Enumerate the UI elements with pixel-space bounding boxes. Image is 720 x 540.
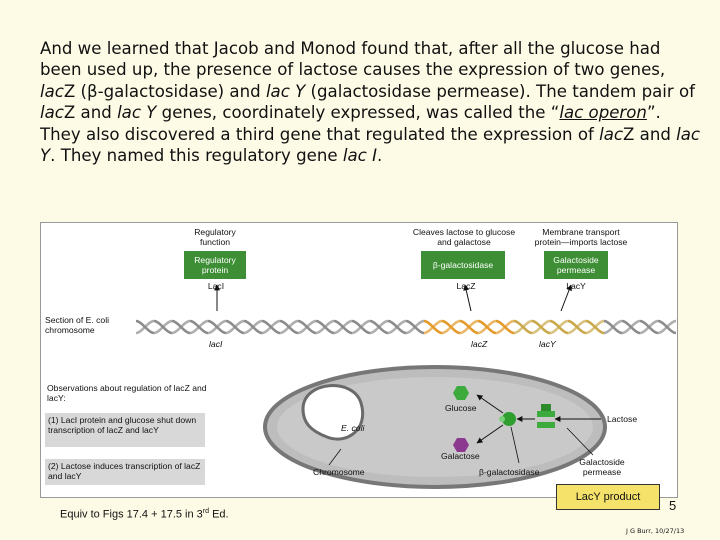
helix-strand <box>477 319 497 335</box>
helix-strand <box>513 319 533 335</box>
caption-tail: Ed. <box>209 508 229 521</box>
lacy-protein-label: LacY <box>566 281 586 291</box>
ecoli-label: E. coli <box>341 423 365 433</box>
regulatory-function-label: Regulatory function <box>194 227 236 247</box>
lactose-label: Lactose <box>607 414 638 424</box>
gene-lacz-text: lac <box>599 124 623 144</box>
helix-strand <box>387 319 407 335</box>
slide-body-text: And we learned that Jacob and Monod foun… <box>40 38 705 166</box>
helix-strand <box>567 319 587 335</box>
author-credit: J G Burr, 10/27/13 <box>626 527 685 535</box>
figure-drawing <box>135 251 677 489</box>
lacz-protein-label: LacZ <box>456 281 476 291</box>
chromosome-label: Chromosome <box>313 467 365 477</box>
observation-1-box: (1) LacI protein and glucose shut down t… <box>45 413 205 447</box>
galactoside-permease-cell-label: Galactoside permease <box>579 457 625 477</box>
helix-strand <box>585 319 605 335</box>
helix-strand <box>639 319 659 335</box>
helix-strand <box>135 319 155 335</box>
regulatory-protein-label: Regulatory protein <box>194 255 236 275</box>
text-segment: . They named this regulatory gene <box>50 146 343 166</box>
gene-lacy-text: lac Y <box>40 124 701 166</box>
helix-strand <box>351 319 371 335</box>
membrane-transport-label: Membrane transport protein—imports lacto… <box>534 227 628 247</box>
gene-lacy-text: lac Y <box>265 81 306 101</box>
text-segment: ”. They also discovered a third gene tha… <box>40 103 661 144</box>
gene-lacy-text: lac Y <box>117 103 157 123</box>
text-segment: genes, coordinately expressed, was calle… <box>156 103 560 123</box>
caption-superscript: rd <box>202 508 210 515</box>
text-segment: . <box>376 146 383 166</box>
lac-operon-figure: Regulatory function Regulatory protein L… <box>40 222 678 498</box>
helix-strand <box>261 319 281 335</box>
helix-strand <box>495 319 515 335</box>
chromosome-section-label: Section of E. coli chromosome <box>45 315 110 335</box>
gene-lacy-label: lacY <box>539 339 556 349</box>
helix-strand <box>531 319 551 335</box>
text-segment: and <box>75 103 118 123</box>
gene-laci-text: lac I <box>342 146 377 166</box>
slide-number: 5 <box>669 498 677 513</box>
helix-strand <box>621 319 641 335</box>
helix-strand <box>369 319 389 335</box>
figure-caption: Equiv to Figs 17.4 + 17.5 in 3rd Ed. <box>60 508 229 521</box>
helix-strand <box>189 319 209 335</box>
chromosome-helix <box>135 319 677 335</box>
helix-strand <box>297 319 317 335</box>
helix-strand <box>333 319 353 335</box>
lac-operon-term: lac operon <box>559 103 647 123</box>
lacy-product-box: LacY product <box>556 484 660 510</box>
regulatory-protein-box <box>184 251 246 279</box>
helix-strand <box>207 319 227 335</box>
beta-galactosidase-box <box>421 251 505 279</box>
gene-lacz-text: lac <box>40 103 64 123</box>
caption-text: Equiv to Figs 17.4 + 17.5 in 3 <box>60 508 203 521</box>
helix-strand <box>549 319 569 335</box>
helix-strand <box>657 319 677 335</box>
observation-2-box: (2) Lactose induces transcription of lac… <box>45 459 205 485</box>
laci-protein-label: LacI <box>207 281 225 291</box>
galactose-label: Galactose <box>441 451 480 461</box>
helix-strand <box>243 319 263 335</box>
text-segment: (galactosidase permease). The tandem pai… <box>305 81 695 101</box>
helix-strand <box>405 319 425 335</box>
helix-strand <box>603 319 623 335</box>
observation-2-text: (2) Lactose induces transcription of lac… <box>48 461 201 481</box>
helix-strand <box>153 319 173 335</box>
cleaves-label: Cleaves lactose to glucose and galactose <box>412 227 516 247</box>
galactoside-permease-label: Galactoside permease <box>553 255 599 275</box>
text-segment: and <box>634 124 677 144</box>
gene-laci-label: lacI <box>209 339 223 349</box>
beta-galactosidase-cell-label: β-galactosidase <box>479 467 540 477</box>
helix-strand <box>441 319 461 335</box>
gene-lacz-suffix: Z <box>63 81 76 101</box>
helix-strand <box>171 319 191 335</box>
glucose-molecule <box>453 386 469 400</box>
galactoside-permease-box <box>544 251 608 279</box>
helix-strand <box>225 319 245 335</box>
gene-lacz-suffix: Z <box>623 124 635 144</box>
beta-galactosidase-label: β-galactosidase <box>432 260 494 270</box>
gene-lacz-label: lacZ <box>471 339 488 349</box>
helix-strand <box>279 319 299 335</box>
gene-lacz-text: lac <box>40 81 64 101</box>
text-segment: And we learned that Jacob and Monod foun… <box>40 39 666 80</box>
glucose-label: Glucose <box>445 403 477 413</box>
gene-lacz-suffix: Z <box>63 103 76 123</box>
observation-1-text: (1) LacI protein and glucose shut down t… <box>48 415 197 435</box>
helix-strand <box>459 319 479 335</box>
helix-strand <box>423 319 443 335</box>
galactose-molecule <box>453 438 469 452</box>
helix-strand <box>315 319 335 335</box>
observations-title: Observations about regulation of lacZ an… <box>47 383 207 403</box>
text-segment: (β-galactosidase) and <box>75 81 266 101</box>
